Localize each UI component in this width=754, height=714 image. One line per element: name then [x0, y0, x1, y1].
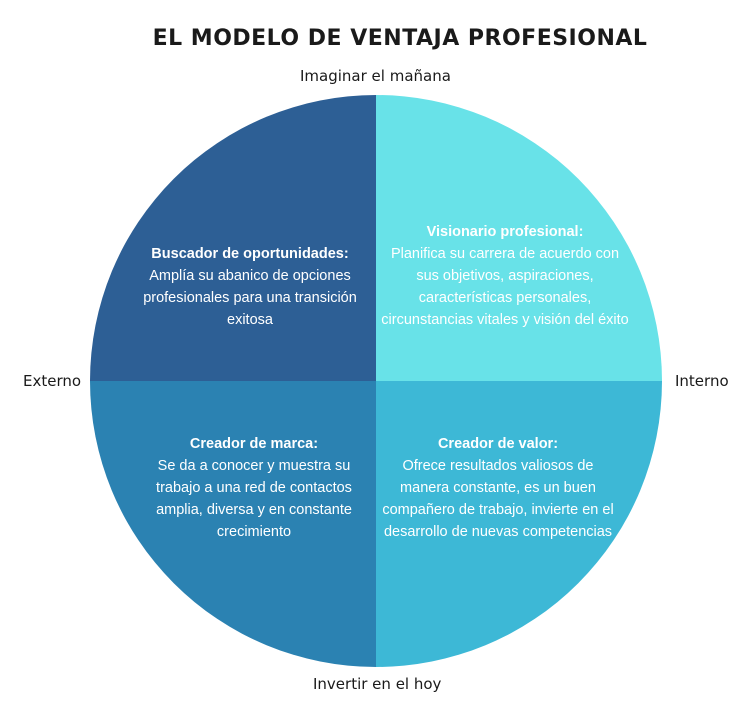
quadrant-bottom-left-heading: Creador de marca: [189, 436, 319, 452]
axis-label-bottom: Invertir en el hoy [313, 675, 442, 693]
quadrant-top-right-heading: Visionario profesional: [426, 224, 584, 240]
quadrant-bottom-right-heading: Creador de valor: [437, 436, 559, 452]
quadrant-top-right-body: Planifica su carrera de acuerdo con sus … [381, 246, 629, 328]
quadrant-top-left-body: Amplía su abanico de opciones profesiona… [143, 268, 357, 328]
diagram-title: EL MODELO DE VENTAJA PROFESIONAL [152, 26, 648, 51]
quadrant-top-left-heading: Buscador de oportunidades: [151, 246, 349, 262]
quadrant-bottom-right [376, 381, 662, 667]
axis-label-left: Externo [23, 372, 82, 390]
quadrant-top-left [90, 95, 376, 381]
quadrant-bottom-left-text: Creador de marca: Se da a conocer y mues… [138, 433, 370, 543]
quadrant-top-left-text: Buscador de oportunidades: Amplía su aba… [130, 243, 370, 331]
quadrant-top-right [376, 95, 662, 381]
axis-label-right: Interno [675, 372, 729, 390]
axis-label-top: Imaginar el mañana [300, 67, 451, 85]
quadrant-bottom-right-text: Creador de valor: Ofrece resultados vali… [378, 433, 618, 543]
quadrant-bottom-left-body: Se da a conocer y muestra su trabajo a u… [156, 458, 352, 540]
quadrant-top-right-text: Visionario profesional: Planifica su car… [380, 221, 630, 331]
quadrant-bottom-left [90, 381, 376, 667]
quadrant-bottom-right-body: Ofrece resultados valiosos de manera con… [382, 458, 614, 540]
